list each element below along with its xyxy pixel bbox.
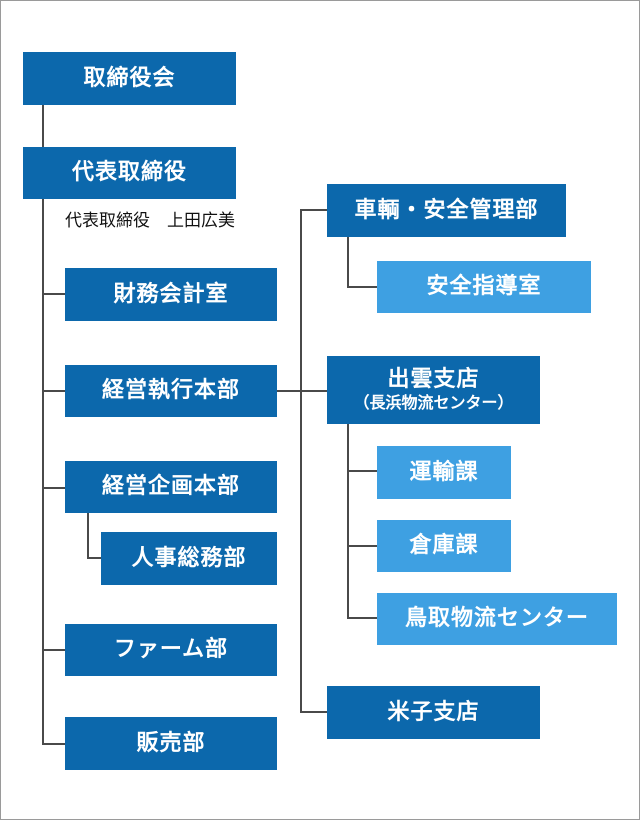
farm-label: ファーム部	[113, 637, 229, 663]
connector-izumo-vertical	[347, 424, 349, 619]
exec-hq-box: 経営執行本部	[65, 365, 277, 417]
finance-label: 財務会計室	[113, 281, 229, 307]
vehicle-safety-label: 車輌・安全管理部	[354, 197, 539, 223]
finance-box: 財務会計室	[65, 268, 277, 321]
connector-vehicle	[300, 209, 327, 211]
connector-planning-hr-horizontal	[87, 557, 101, 559]
connector-right-trunk	[300, 209, 302, 713]
safety-guidance-label: 安全指導室	[426, 274, 542, 300]
ceo-caption: 代表取締役 上田広美	[65, 211, 235, 231]
connector-sales	[42, 743, 65, 745]
safety-guidance-box: 安全指導室	[377, 261, 591, 313]
connector-yonago	[300, 711, 327, 713]
farm-box: ファーム部	[65, 624, 277, 676]
connector-finance	[42, 293, 65, 295]
sales-label: 販売部	[136, 730, 206, 756]
ceo-label: 代表取締役	[71, 160, 187, 186]
ceo-box: 代表取締役	[23, 147, 236, 199]
connector-planning	[42, 487, 65, 489]
sales-box: 販売部	[65, 717, 277, 770]
hr-label: 人事総務部	[131, 545, 247, 571]
connector-izumo-warehouse	[347, 545, 377, 547]
transport-section-box: 運輸課	[377, 446, 511, 499]
connector-exec-right	[277, 390, 327, 392]
board-box: 取締役会	[23, 52, 236, 105]
connector-exec	[42, 390, 65, 392]
tottori-center-box: 鳥取物流センター	[377, 593, 617, 645]
connector-farm	[42, 649, 65, 651]
vehicle-safety-box: 車輌・安全管理部	[327, 184, 566, 237]
transport-section-label: 運輸課	[409, 459, 479, 485]
connector-izumo-tottori	[347, 617, 377, 619]
connector-main-trunk	[42, 199, 44, 744]
tottori-center-label: 鳥取物流センター	[404, 606, 589, 632]
planning-hq-box: 経営企画本部	[65, 461, 277, 513]
izumo-branch-box: 出雲支店 （長浜物流センター）	[327, 356, 540, 424]
connector-planning-hr-vertical	[87, 513, 89, 559]
warehouse-section-box: 倉庫課	[377, 520, 511, 572]
connector-vehicle-safety-horizontal	[347, 286, 377, 288]
connector-izumo-transport	[347, 470, 377, 472]
connector-board-ceo	[42, 105, 44, 147]
board-label: 取締役会	[83, 65, 176, 91]
izumo-branch-sublabel: （長浜物流センター）	[353, 393, 514, 413]
izumo-branch-label: 出雲支店	[387, 367, 480, 393]
exec-hq-label: 経営執行本部	[101, 378, 240, 404]
warehouse-section-label: 倉庫課	[409, 533, 479, 559]
yonago-branch-box: 米子支店	[327, 686, 540, 739]
yonago-branch-label: 米子支店	[387, 699, 480, 725]
planning-hq-label: 経営企画本部	[101, 474, 240, 500]
hr-box: 人事総務部	[101, 532, 277, 585]
connector-vehicle-safety-vertical	[347, 236, 349, 288]
